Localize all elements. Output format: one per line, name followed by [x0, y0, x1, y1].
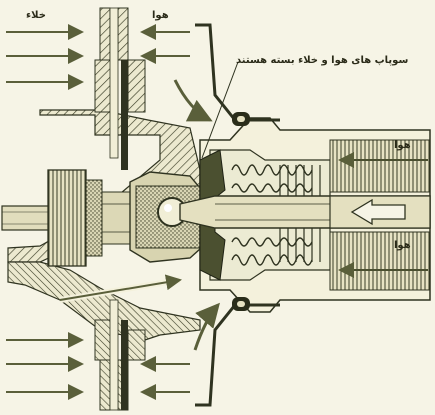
- label-air-right-upper: هوا: [394, 140, 411, 151]
- bottom-dark-strip: [121, 320, 128, 410]
- air-arrows-bottom: [140, 356, 190, 400]
- label-air-top: هوا: [152, 10, 169, 21]
- right-block-upper: [329, 139, 431, 193]
- vacuum-arrows-left: [6, 24, 84, 90]
- flow-arrow-lower: [193, 302, 220, 351]
- vacuum-arrows-bottom: [6, 332, 84, 400]
- label-valves-closed: سوپاپ های هوا و خلاء بسته هستند: [236, 55, 409, 66]
- air-arrows-top: [140, 24, 190, 64]
- flywheel-disc: [47, 169, 87, 267]
- flow-arrow-upper: [173, 79, 213, 122]
- rod-arrow: [350, 198, 406, 226]
- right-block-lower: [329, 231, 431, 291]
- return-springs: [231, 164, 313, 266]
- air-arrows-right: [338, 152, 428, 278]
- top-flange: [94, 59, 146, 113]
- callout-leader: [201, 61, 239, 159]
- lower-housing: [7, 261, 201, 341]
- top-dark-strip: [121, 60, 128, 170]
- label-air-right-lower: هوا: [394, 240, 411, 251]
- label-vacuum: خلاء: [26, 10, 46, 21]
- outer-shell-top: [195, 23, 280, 122]
